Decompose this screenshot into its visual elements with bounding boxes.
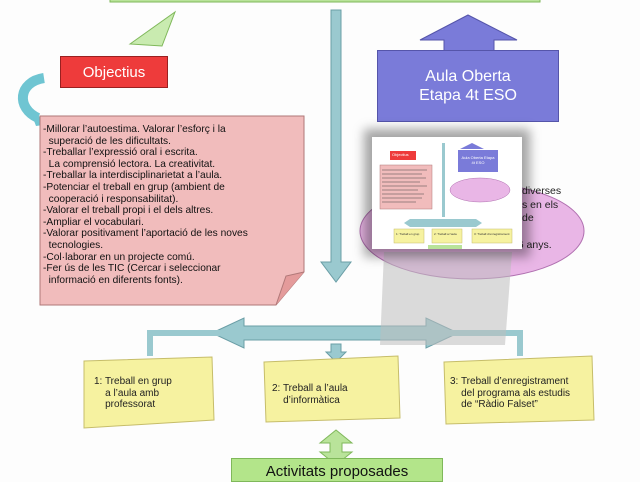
pink-line: de — [522, 212, 534, 225]
pink-line: s en els — [522, 198, 559, 211]
activity-1-text: 1: Treball en grup a l’aula amb professo… — [94, 376, 172, 411]
activitats-label: Activitats proposades — [265, 463, 409, 480]
thumb-act1: 1: Treball en grup — [396, 232, 420, 236]
activity-line: de “Ràdio Falset” — [450, 399, 538, 410]
curved-arrow — [17, 73, 46, 123]
thumbnail-drawing — [372, 137, 522, 249]
objective-line: -Potenciar el treball en grup (ambient d… — [43, 181, 225, 193]
top-green-bar — [109, 0, 541, 3]
objective-line: informació en diferents fonts). — [43, 274, 183, 286]
activity-box-1 — [83, 356, 215, 429]
objective-line: -Treballar l’expressió oral i escrita. — [43, 147, 198, 159]
objectives-list: -Millorar l’autoestima. Valorar l’esforç… — [43, 124, 301, 286]
activity-3-text: 3: Treball d’enregistrament del programa… — [450, 376, 570, 411]
diagram-thumbnail[interactable]: Objectius Aula Oberta Etapa 4t ESO 1: Tr… — [372, 137, 522, 249]
central-down-arrow — [320, 9, 352, 283]
objective-line: -Fer ús de les TIC (Cercar i seleccionar — [43, 263, 221, 275]
thumb-objectius: Objectius — [392, 152, 409, 157]
objectius-label: Objectius — [82, 63, 146, 81]
objective-line: tecnologies. — [43, 239, 104, 251]
activity-line: 1: Treball en grup — [94, 376, 172, 387]
thumb-act2: 2: Treball a l’aula — [434, 232, 457, 236]
activitats-proposades-title: Activitats proposades — [231, 458, 443, 482]
objectius-box: Objectius — [60, 56, 168, 88]
objective-line: -Col·laborar en un projecte comú. — [43, 251, 195, 263]
purple-up-arrow — [419, 14, 518, 56]
activity-line: 3: Treball d’enregistrament — [450, 376, 569, 387]
objective-line: -Treballar la interdisciplinarietat a l’… — [43, 170, 223, 182]
thumb-aula: Aula Oberta Etapa 4t ESO — [461, 155, 495, 165]
activity-line: d’informàtica — [272, 394, 340, 406]
objective-line: superació de les dificultats. — [43, 135, 171, 147]
activity-box-2 — [263, 355, 401, 423]
objective-line: -Valorar positivament l’aportació de les… — [43, 228, 248, 240]
green-triangle — [128, 10, 177, 47]
activity-line: del programa als estudis — [450, 387, 571, 399]
objective-line: -Ampliar el vocabulari. — [43, 216, 144, 228]
activity-line: a l’aula amb — [94, 387, 160, 399]
activity-2-text: 2: Treball a l’aula d’informàtica — [272, 383, 348, 406]
aula-line-1: Aula Oberta — [425, 68, 511, 85]
aula-oberta-box: Aula Oberta Etapa 4t ESO — [377, 50, 559, 122]
activity-box-3 — [443, 355, 595, 425]
objective-line: La comprensió lectora. La creativitat. — [43, 158, 216, 170]
objective-line: -Valorar el treball propi i el dels altr… — [43, 205, 214, 217]
objective-line: -Millorar l’autoestima. Valorar l’esforç… — [43, 124, 226, 135]
objective-line: cooperació i responsabilitat). — [43, 193, 179, 205]
activity-line: 2: Treball a l’aula — [272, 383, 348, 394]
aula-line-2: Etapa 4t ESO — [419, 87, 517, 104]
thumb-act3: 3: Treball d’enregistrament — [474, 232, 510, 236]
pink-line: diverses — [522, 185, 562, 197]
activity-line: professorat — [94, 399, 156, 410]
